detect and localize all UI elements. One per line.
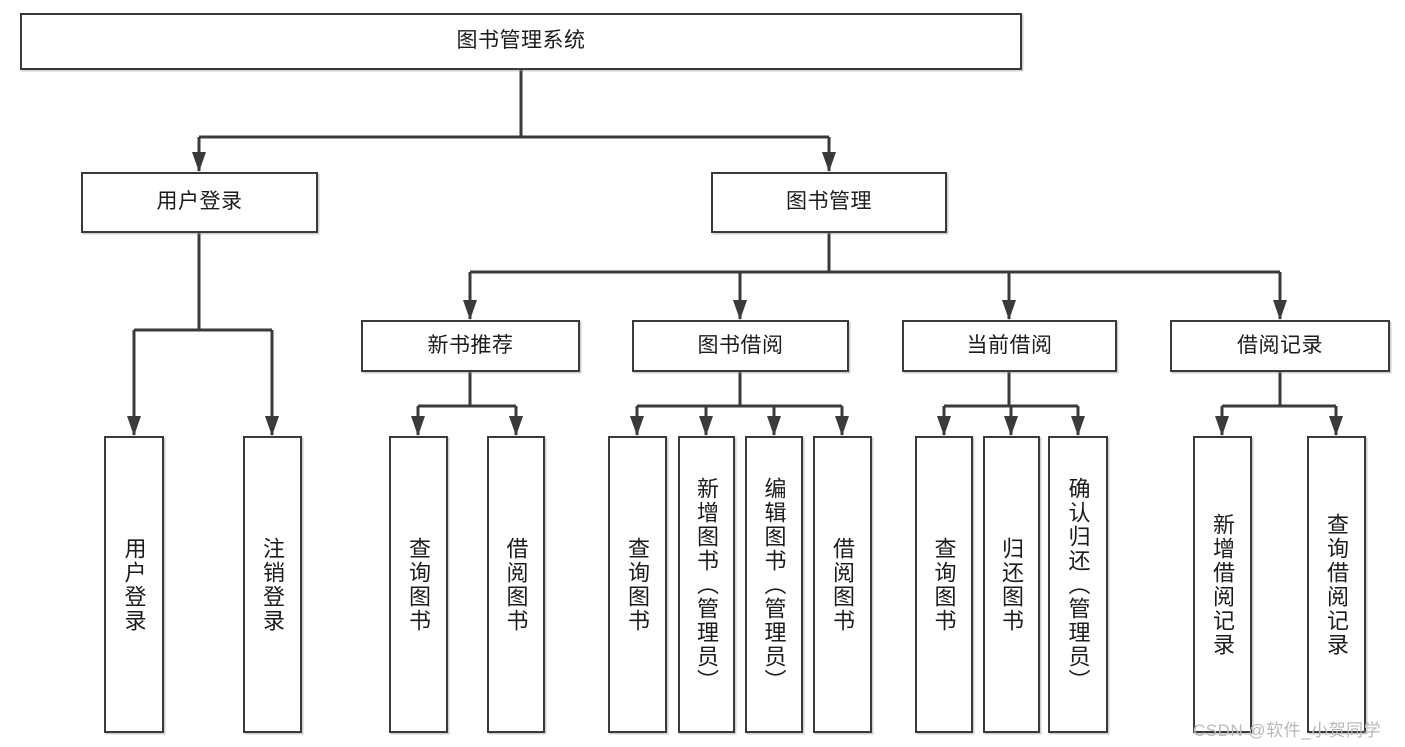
node-label-leaf-query-book-recommend: 查询图书: [406, 536, 432, 633]
conn-borrow-record-bus-arrow-0: [1215, 416, 1229, 436]
conn-book-manage-bus-arrow-1: [733, 300, 747, 320]
node-label-book-manage: 图书管理: [786, 190, 872, 214]
conn-new-book-bus-arrow-0: [411, 416, 425, 436]
conn-user-login-bus-arrow-0: [127, 416, 141, 436]
node-label-user-login: 用户登录: [156, 190, 243, 214]
conn-user-login-bus-arrow-1: [265, 416, 279, 436]
conn-root-bus-arrow-0: [192, 152, 206, 172]
node-label-borrow-record: 借阅记录: [1237, 333, 1323, 357]
conn-current-borrow-bus-arrow-0: [937, 416, 951, 436]
node-label-root: 图书管理系统: [456, 29, 586, 53]
node-borrow-record[interactable]: 借阅记录: [1170, 320, 1390, 372]
node-book-manage[interactable]: 图书管理: [711, 172, 947, 233]
conn-new-book-bus-arrow-1: [509, 416, 523, 436]
node-root[interactable]: 图书管理系统: [20, 13, 1022, 70]
node-leaf-add-borrow-record[interactable]: 新增借阅记录: [1193, 436, 1252, 733]
node-label-leaf-edit-book-admin: 编辑图书（管理员）: [761, 476, 787, 693]
node-new-book-recommend[interactable]: 新书推荐: [361, 320, 580, 372]
conn-root-bus-arrow-1: [822, 152, 836, 172]
node-leaf-edit-book-admin[interactable]: 编辑图书（管理员）: [745, 436, 803, 733]
conn-book-manage-bus-arrow-3: [1273, 300, 1287, 320]
conn-book-borrow-bus-arrow-3: [835, 416, 849, 436]
node-leaf-add-book-admin[interactable]: 新增图书（管理员）: [678, 436, 735, 733]
node-label-leaf-add-borrow-record: 新增借阅记录: [1210, 512, 1236, 657]
node-leaf-query-book-borrow[interactable]: 查询图书: [608, 436, 667, 733]
node-user-login[interactable]: 用户登录: [81, 172, 318, 233]
node-leaf-user-login[interactable]: 用户登录: [104, 436, 164, 733]
node-label-leaf-add-book-admin: 新增图书（管理员）: [694, 476, 720, 693]
connector-group: [127, 70, 1343, 436]
conn-book-manage-bus-arrow-0: [463, 300, 477, 320]
node-leaf-logout-login[interactable]: 注销登录: [243, 436, 302, 733]
node-leaf-query-borrow-record[interactable]: 查询借阅记录: [1307, 436, 1366, 733]
node-label-leaf-return-book: 归还图书: [999, 536, 1025, 633]
node-label-current-borrow: 当前借阅: [966, 333, 1053, 357]
conn-book-manage-bus-arrow-2: [1002, 300, 1016, 320]
conn-current-borrow-bus-arrow-2: [1071, 416, 1085, 436]
node-label-leaf-query-borrow-record: 查询借阅记录: [1324, 512, 1350, 657]
node-label-book-borrow: 图书借阅: [697, 333, 784, 357]
conn-book-borrow-bus-arrow-0: [630, 416, 644, 436]
node-label-leaf-query-book-borrow: 查询图书: [625, 536, 651, 633]
node-label-new-book-recommend: 新书推荐: [427, 333, 514, 357]
node-label-leaf-borrow-book-recommend: 借阅图书: [503, 536, 529, 633]
node-label-leaf-user-login: 用户登录: [121, 536, 147, 633]
conn-current-borrow-bus-arrow-1: [1004, 416, 1018, 436]
node-leaf-borrow-book-recommend[interactable]: 借阅图书: [487, 436, 545, 733]
node-current-borrow[interactable]: 当前借阅: [902, 320, 1117, 372]
conn-book-borrow-bus-arrow-1: [699, 416, 713, 436]
node-leaf-confirm-return-admin[interactable]: 确认归还（管理员）: [1048, 436, 1108, 733]
node-label-leaf-borrow-book: 借阅图书: [830, 536, 856, 633]
csdn-watermark: CSDN @软件_小贺同学: [1193, 721, 1382, 740]
node-leaf-borrow-book[interactable]: 借阅图书: [813, 436, 872, 733]
node-book-borrow[interactable]: 图书借阅: [632, 320, 849, 372]
node-leaf-query-book-current[interactable]: 查询图书: [915, 436, 973, 733]
node-leaf-query-book-recommend[interactable]: 查询图书: [389, 436, 448, 733]
conn-book-borrow-bus-arrow-2: [767, 416, 781, 436]
node-label-leaf-confirm-return-admin: 确认归还（管理员）: [1065, 476, 1091, 693]
node-label-leaf-query-book-current: 查询图书: [931, 536, 957, 633]
conn-borrow-record-bus-arrow-1: [1329, 416, 1343, 436]
node-leaf-return-book[interactable]: 归还图书: [983, 436, 1040, 733]
node-label-leaf-logout-login: 注销登录: [260, 536, 286, 633]
